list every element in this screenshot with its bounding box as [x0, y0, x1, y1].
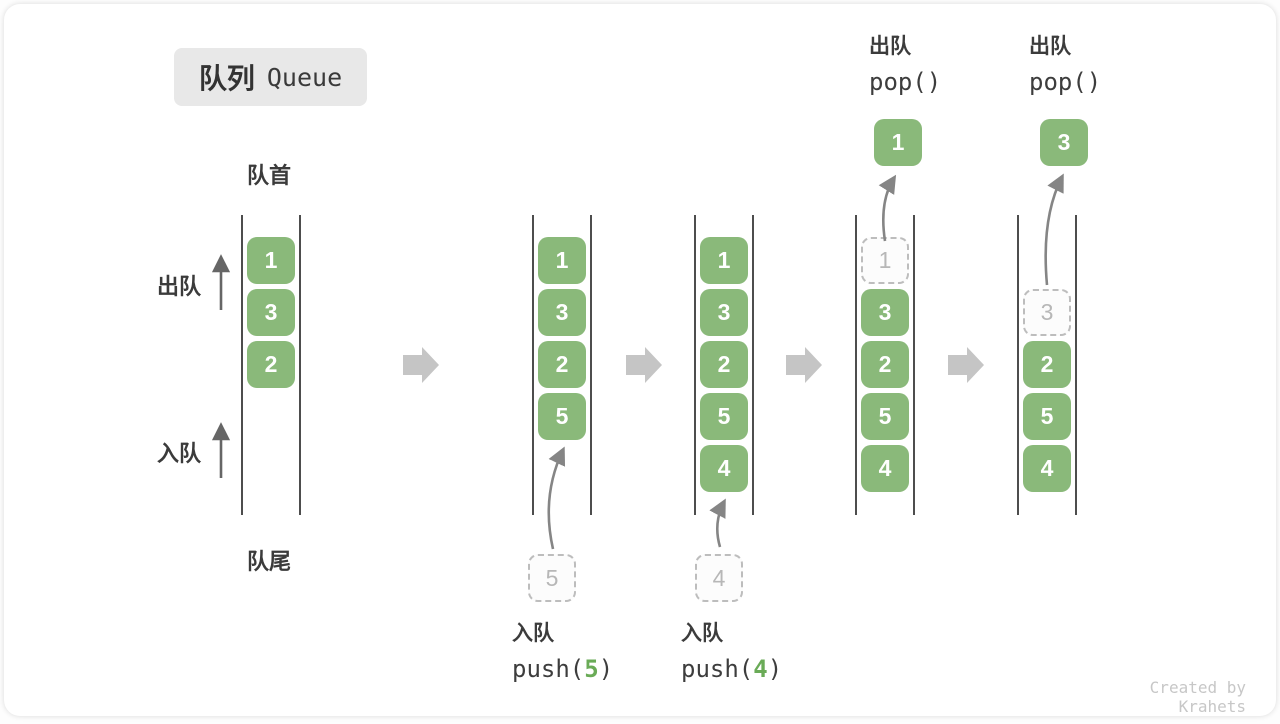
- state-transition-arrow-2-icon: [626, 347, 662, 383]
- queue-cell: 4: [861, 445, 909, 492]
- queue-wall-r: [590, 215, 592, 515]
- queue-cell: 1: [538, 237, 586, 284]
- queue-cell: 5: [700, 393, 748, 440]
- pop-annotation-1: 出队 pop(): [869, 36, 941, 96]
- queue-cell: 2: [1023, 341, 1071, 388]
- title-zh: 队列: [198, 63, 255, 94]
- queue-cell-ghost: 1: [861, 237, 909, 284]
- queue-cell: 5: [538, 393, 586, 440]
- queue-cell-ghost: 3: [1023, 289, 1071, 336]
- queue-wall-l: [241, 215, 243, 515]
- push5-code-post: ): [598, 655, 614, 683]
- rear-label: 队尾: [247, 549, 292, 574]
- pop-annotation-2: 出队 pop(): [1029, 36, 1101, 96]
- queue-wall-l: [855, 215, 857, 515]
- queue-wall-r: [913, 215, 915, 515]
- queue-cell: 3: [861, 289, 909, 336]
- push-annotation-4: 入队 push(4): [681, 623, 782, 683]
- title-en: Queue: [266, 62, 343, 92]
- queue-wall-l: [532, 215, 534, 515]
- queue-cell: 1: [700, 237, 748, 284]
- queue-wall-r: [1075, 215, 1077, 515]
- queue-cell: 2: [700, 341, 748, 388]
- queue-cell: 2: [247, 341, 295, 388]
- queue-state-3: 1 3 2 5 4: [694, 4, 754, 724]
- pop1-code-label: pop(): [869, 68, 942, 96]
- push4-action-label: 入队: [681, 622, 723, 645]
- queue-state-5: 3 2 5 4: [1017, 4, 1077, 724]
- push5-code-arg: 5: [584, 655, 599, 683]
- push4-code-label: push(4): [681, 655, 782, 683]
- queue-wall-l: [1017, 215, 1019, 515]
- incoming-cell-5: 5: [528, 554, 576, 602]
- queue-state-1: 1 3 2: [241, 4, 301, 724]
- push4-code-arg: 4: [753, 655, 768, 683]
- front-label: 队首: [247, 163, 292, 188]
- queue-diagram-canvas: 队列 Queue 队首 队尾 出队 入队 1 3 2 1 3 2 5 1 3 2 5 4 1 3 2 5 4 3 2…: [4, 4, 1276, 716]
- queue-cell: 5: [861, 393, 909, 440]
- queue-wall-r: [299, 215, 301, 515]
- queue-state-2: 1 3 2 5: [532, 4, 592, 724]
- push5-code-label: push(5): [512, 655, 613, 683]
- queue-cell: 3: [538, 289, 586, 336]
- queue-cell: 4: [700, 445, 748, 492]
- watermark: Created by Krahets: [1149, 678, 1246, 716]
- enqueue-label: 入队: [157, 441, 202, 466]
- incoming-cell-4: 4: [695, 554, 743, 602]
- state-transition-arrow-1-icon: [403, 347, 439, 383]
- popped-cell-1: 1: [874, 119, 922, 166]
- queue-wall-r: [752, 215, 754, 515]
- pop2-action-label: 出队: [1029, 35, 1071, 58]
- title-badge: 队列 Queue: [174, 48, 367, 106]
- popped-cell-3: 3: [1040, 119, 1088, 166]
- queue-state-4: 1 3 2 5 4: [855, 4, 915, 724]
- state-transition-arrow-4-icon: [948, 347, 984, 383]
- queue-cell: 4: [1023, 445, 1071, 492]
- push5-code-pre: push(: [512, 655, 585, 683]
- push4-code-post: ): [767, 655, 783, 683]
- queue-cell: 1: [247, 237, 295, 284]
- queue-wall-l: [694, 215, 696, 515]
- queue-cell: 2: [861, 341, 909, 388]
- pop1-action-label: 出队: [869, 35, 911, 58]
- queue-cell: 5: [1023, 393, 1071, 440]
- queue-cell: 3: [247, 289, 295, 336]
- push5-action-label: 入队: [512, 622, 554, 645]
- push4-code-pre: push(: [681, 655, 754, 683]
- arrows-layer: [211, 173, 1064, 550]
- queue-cell: 3: [700, 289, 748, 336]
- state-transition-arrow-3-icon: [786, 347, 822, 383]
- push-annotation-5: 入队 push(5): [512, 623, 613, 683]
- pop2-code-label: pop(): [1029, 68, 1102, 96]
- queue-cell: 2: [538, 341, 586, 388]
- dequeue-label: 出队: [157, 274, 202, 299]
